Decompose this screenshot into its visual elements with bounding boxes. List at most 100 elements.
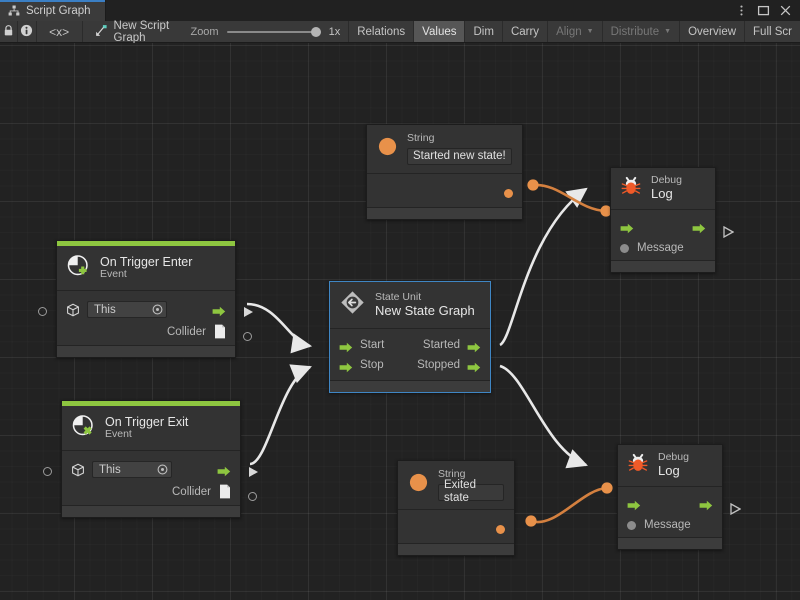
node-on-trigger-exit[interactable]: On Trigger Exit Event This bbox=[43, 400, 258, 518]
value-dot-icon bbox=[377, 136, 398, 162]
string-value-field[interactable]: Started new state! bbox=[407, 147, 512, 165]
collider-label: Collider bbox=[167, 325, 206, 338]
stop-input[interactable]: Stop bbox=[339, 359, 384, 372]
node-title-block: String Started new state! bbox=[407, 132, 512, 165]
toolbar-button-carry[interactable]: Carry bbox=[501, 21, 547, 42]
node-string-bottom[interactable]: String Exited state bbox=[397, 460, 515, 556]
close-icon[interactable] bbox=[779, 4, 792, 17]
value-dot-icon bbox=[408, 472, 429, 498]
node-body: Message bbox=[618, 487, 722, 537]
node-header: String Exited state bbox=[398, 461, 514, 510]
value-output-port[interactable] bbox=[504, 188, 513, 198]
chevron-down-icon: ▼ bbox=[586, 28, 594, 35]
started-label: Started bbox=[422, 339, 460, 351]
zoom-slider[interactable] bbox=[226, 26, 321, 38]
chevron-down-icon: ▼ bbox=[664, 28, 672, 35]
flow-input-port-stop[interactable] bbox=[339, 360, 353, 372]
message-input-port[interactable] bbox=[620, 243, 629, 253]
zoom-value: 1x bbox=[328, 25, 341, 38]
stopped-label: Stopped bbox=[417, 359, 460, 371]
flow-output-port[interactable] bbox=[217, 464, 231, 477]
value-output-port[interactable] bbox=[496, 524, 505, 534]
port-row-start: Start Started bbox=[330, 335, 490, 355]
event-exit-icon bbox=[71, 413, 96, 443]
node-body: This Collid bbox=[62, 451, 240, 505]
flow-output-connector[interactable] bbox=[248, 465, 259, 477]
collider-output-connector[interactable] bbox=[248, 492, 257, 501]
node-footer bbox=[398, 542, 514, 555]
node-header: String Started new state! bbox=[367, 125, 522, 174]
node-body: Message bbox=[611, 210, 715, 260]
toolbar-button-values[interactable]: Values bbox=[413, 21, 465, 42]
target-input-connector[interactable] bbox=[43, 467, 52, 476]
port-row-message: Message bbox=[618, 513, 722, 533]
flow-output-port-started[interactable] bbox=[467, 340, 481, 352]
cube-icon bbox=[66, 303, 80, 317]
flow-output-connector[interactable] bbox=[730, 502, 742, 516]
node-title-block: State Unit New State Graph bbox=[375, 291, 475, 318]
toolbar-button-overview[interactable]: Overview bbox=[679, 21, 744, 42]
window-tab-bar: Script Graph bbox=[0, 0, 800, 21]
flow-output-port[interactable] bbox=[212, 304, 226, 317]
stopped-output[interactable]: Stopped bbox=[417, 359, 481, 372]
code-view-button[interactable]: <x> bbox=[37, 21, 83, 42]
started-output[interactable]: Started bbox=[422, 339, 481, 352]
flow-output-port[interactable] bbox=[699, 498, 713, 510]
string-value: Started new state! bbox=[413, 149, 506, 162]
node-title-block: Debug Log bbox=[658, 452, 689, 478]
string-value-field[interactable]: Exited state bbox=[438, 479, 504, 504]
flow-output-port-stopped[interactable] bbox=[467, 360, 481, 372]
toolbar-button-label: Overview bbox=[688, 25, 737, 38]
message-label: Message bbox=[637, 242, 684, 254]
node-on-trigger-enter[interactable]: On Trigger Enter Event This bbox=[38, 240, 253, 358]
port-row-target: This bbox=[57, 299, 235, 320]
node-type-label: Debug bbox=[651, 174, 682, 187]
info-button[interactable] bbox=[18, 21, 37, 42]
node-debug-log-bottom[interactable]: Debug Log Message bbox=[617, 444, 742, 550]
zoom-slider-knob[interactable] bbox=[310, 26, 321, 37]
node-type-label: Event bbox=[100, 268, 127, 281]
port-row-target: This bbox=[62, 459, 240, 480]
more-options-icon[interactable] bbox=[735, 4, 748, 17]
port-row-stop: Stop Stopped bbox=[330, 355, 490, 375]
node-title-block: On Trigger Enter Event bbox=[100, 255, 192, 281]
flow-input-port-start[interactable] bbox=[339, 340, 353, 352]
zoom-control: Zoom 1x bbox=[182, 21, 348, 42]
collider-output-connector[interactable] bbox=[243, 332, 252, 341]
toolbar-button-dim[interactable]: Dim bbox=[464, 21, 501, 42]
flow-input-port[interactable] bbox=[620, 221, 634, 233]
target-input-connector[interactable] bbox=[38, 307, 47, 316]
flow-input-port[interactable] bbox=[627, 498, 641, 510]
flow-output-connector[interactable] bbox=[243, 305, 254, 317]
object-picker-icon[interactable] bbox=[157, 464, 168, 475]
graph-canvas[interactable]: String Started new state! bbox=[0, 43, 800, 600]
target-field[interactable]: This bbox=[92, 461, 172, 478]
toolbar-button-fullscreen[interactable]: Full Scr bbox=[744, 21, 800, 42]
node-debug-log-top[interactable]: Debug Log Message bbox=[610, 167, 735, 273]
toolbar-button-label: Dim bbox=[473, 25, 494, 38]
node-state-unit[interactable]: State Unit New State Graph Start Started bbox=[329, 281, 491, 393]
flow-output-connector[interactable] bbox=[723, 225, 735, 239]
toolbar-button-align[interactable]: Align ▼ bbox=[547, 21, 602, 42]
toolbar-button-label: Distribute bbox=[610, 25, 660, 38]
flow-output-port[interactable] bbox=[692, 221, 706, 233]
graph-name-display[interactable]: New Script Graph bbox=[83, 20, 183, 44]
code-icon: <x> bbox=[49, 24, 70, 39]
toolbar-button-distribute[interactable]: Distribute ▼ bbox=[601, 21, 680, 42]
toolbar-button-relations[interactable]: Relations bbox=[348, 21, 413, 42]
graph-icon bbox=[8, 5, 20, 17]
node-name-label: New State Graph bbox=[375, 302, 475, 318]
lock-button[interactable] bbox=[0, 21, 19, 42]
target-field[interactable]: This bbox=[87, 301, 167, 318]
tab-label: Script Graph bbox=[26, 4, 91, 17]
node-footer bbox=[330, 380, 490, 392]
message-input-port[interactable] bbox=[627, 520, 636, 530]
maximize-icon[interactable] bbox=[757, 4, 770, 17]
message-label: Message bbox=[644, 519, 691, 531]
node-title-block: String Exited state bbox=[438, 468, 504, 504]
port-row-collider: Collider bbox=[62, 480, 240, 501]
start-input[interactable]: Start bbox=[339, 339, 384, 352]
tab-script-graph[interactable]: Script Graph bbox=[0, 0, 106, 21]
object-picker-icon[interactable] bbox=[152, 304, 163, 315]
node-string-top[interactable]: String Started new state! bbox=[366, 124, 523, 220]
